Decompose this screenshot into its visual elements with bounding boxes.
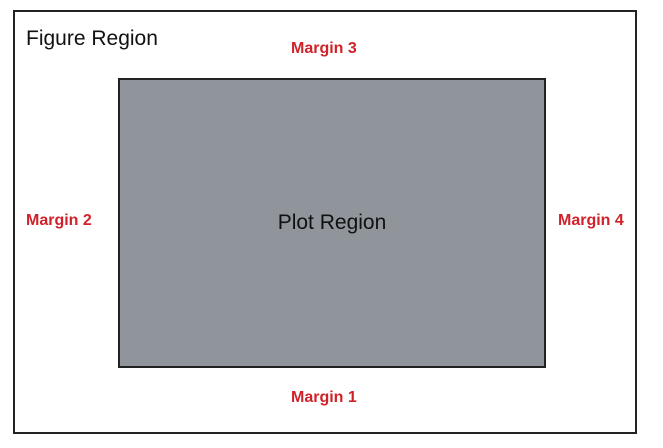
margin-3-label: Margin 3 [291,40,357,57]
figure-region-label: Figure Region [26,27,158,50]
margin-2-label: Margin 2 [26,212,92,229]
margin-4-label: Margin 4 [558,212,624,229]
plot-region-label: Plot Region [277,211,387,234]
plot-region-box: Plot Region [118,78,546,368]
margin-1-label: Margin 1 [291,389,357,406]
